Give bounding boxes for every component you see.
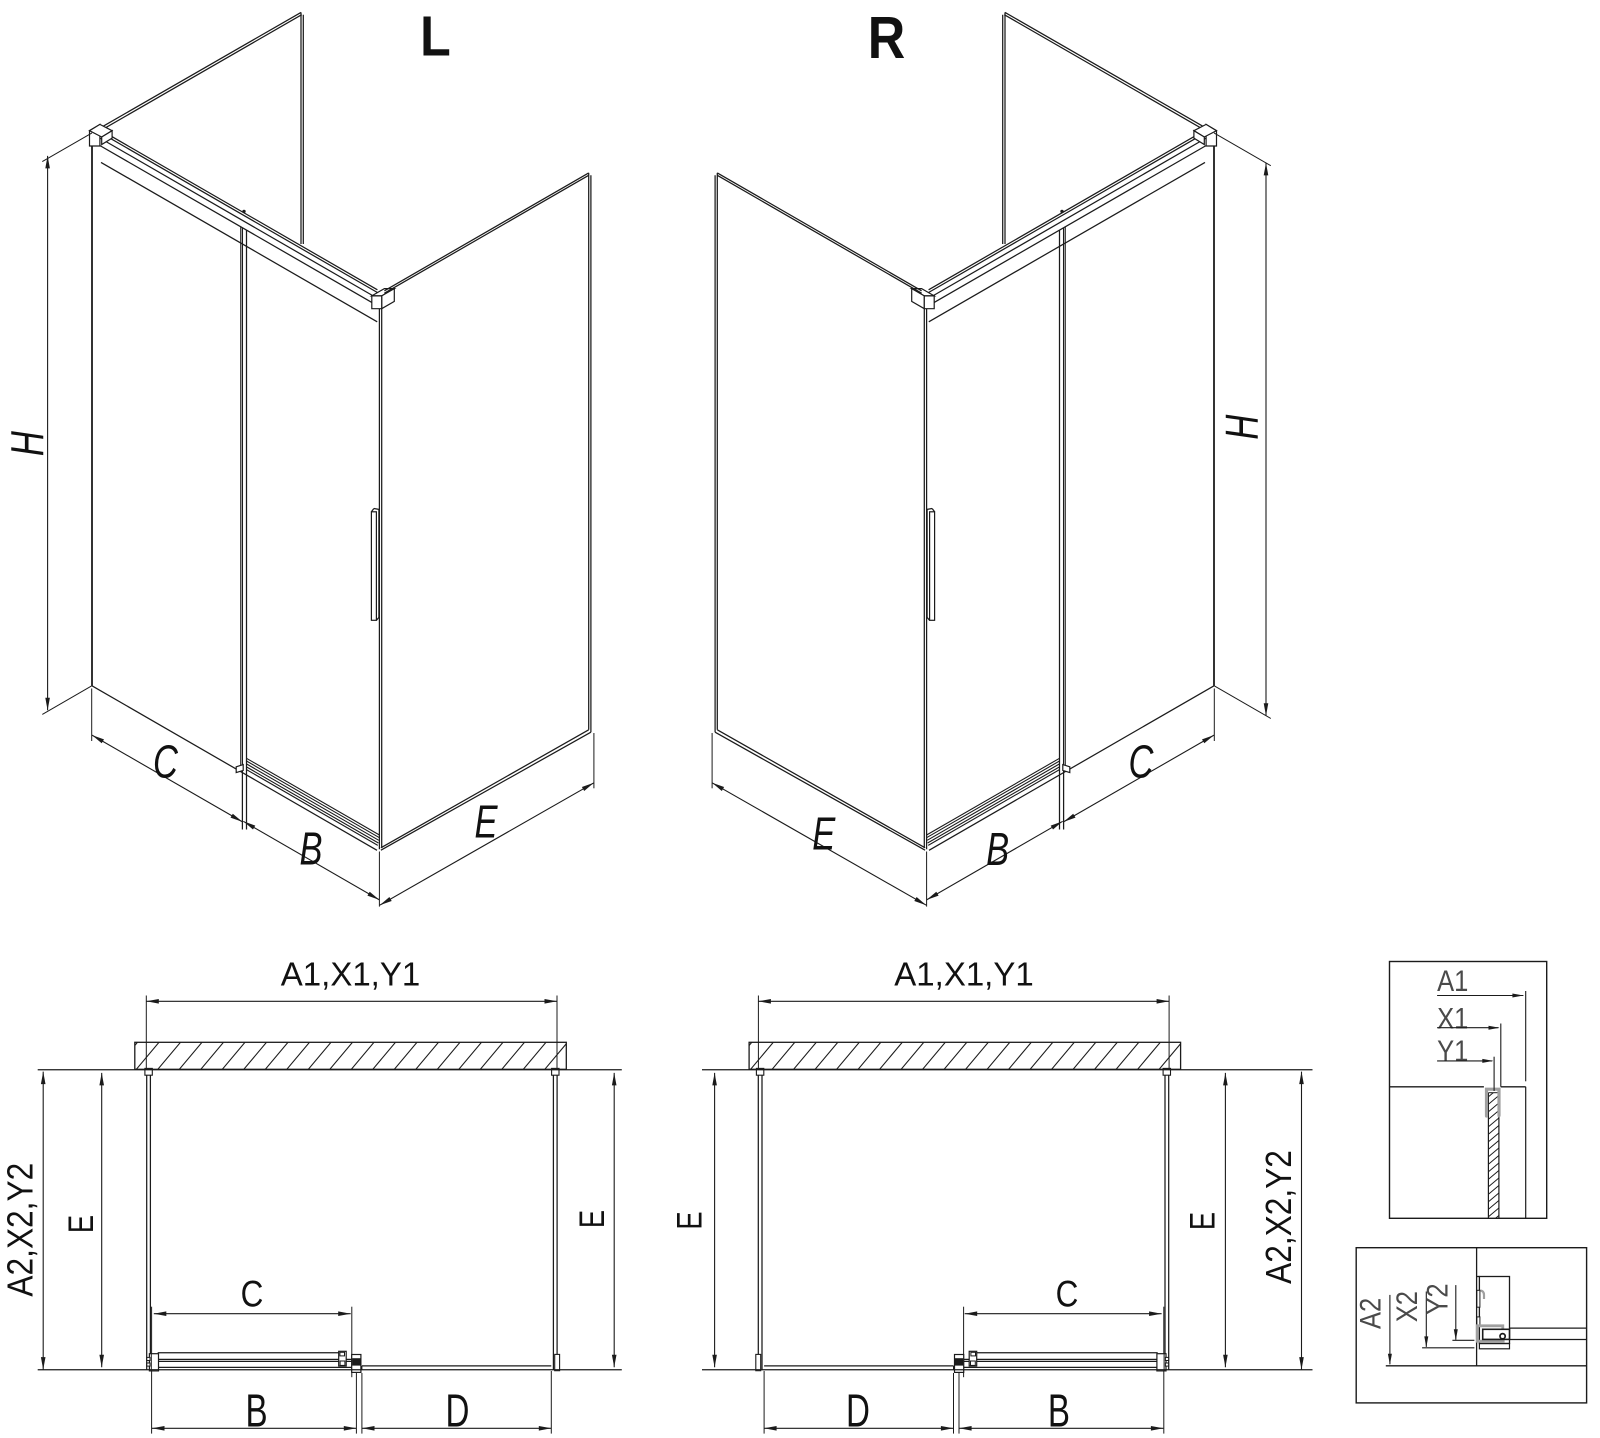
svg-text:B: B — [299, 823, 322, 875]
svg-text:X2: X2 — [1390, 1291, 1423, 1322]
svg-text:E: E — [62, 1215, 101, 1233]
svg-text:B: B — [1048, 1386, 1070, 1436]
svg-text:L: L — [420, 5, 451, 69]
svg-text:C: C — [1129, 736, 1154, 788]
svg-text:A1,X1,Y1: A1,X1,Y1 — [894, 956, 1033, 993]
svg-text:B: B — [245, 1386, 267, 1436]
svg-text:A2: A2 — [1354, 1298, 1387, 1329]
svg-text:B: B — [986, 823, 1009, 875]
svg-text:E: E — [573, 1210, 612, 1228]
svg-text:Y1: Y1 — [1437, 1034, 1468, 1067]
svg-text:E: E — [812, 808, 836, 860]
svg-text:E: E — [670, 1211, 709, 1229]
svg-text:E: E — [1183, 1212, 1222, 1230]
svg-text:A1: A1 — [1437, 964, 1468, 997]
svg-text:X1: X1 — [1437, 1002, 1468, 1035]
svg-text:R: R — [868, 5, 906, 71]
svg-text:A2,X2,Y2: A2,X2,Y2 — [0, 1163, 40, 1297]
svg-text:C: C — [1056, 1274, 1079, 1315]
svg-text:A1,X1,Y1: A1,X1,Y1 — [281, 956, 420, 993]
svg-text:H: H — [1216, 414, 1268, 439]
svg-text:D: D — [446, 1386, 470, 1436]
svg-text:A2,X2,Y2: A2,X2,Y2 — [1259, 1150, 1299, 1284]
svg-text:C: C — [153, 736, 178, 788]
svg-text:D: D — [846, 1386, 870, 1436]
svg-text:H: H — [2, 431, 54, 456]
svg-text:Y2: Y2 — [1420, 1283, 1453, 1314]
svg-text:C: C — [241, 1274, 264, 1315]
svg-text:E: E — [474, 796, 498, 848]
